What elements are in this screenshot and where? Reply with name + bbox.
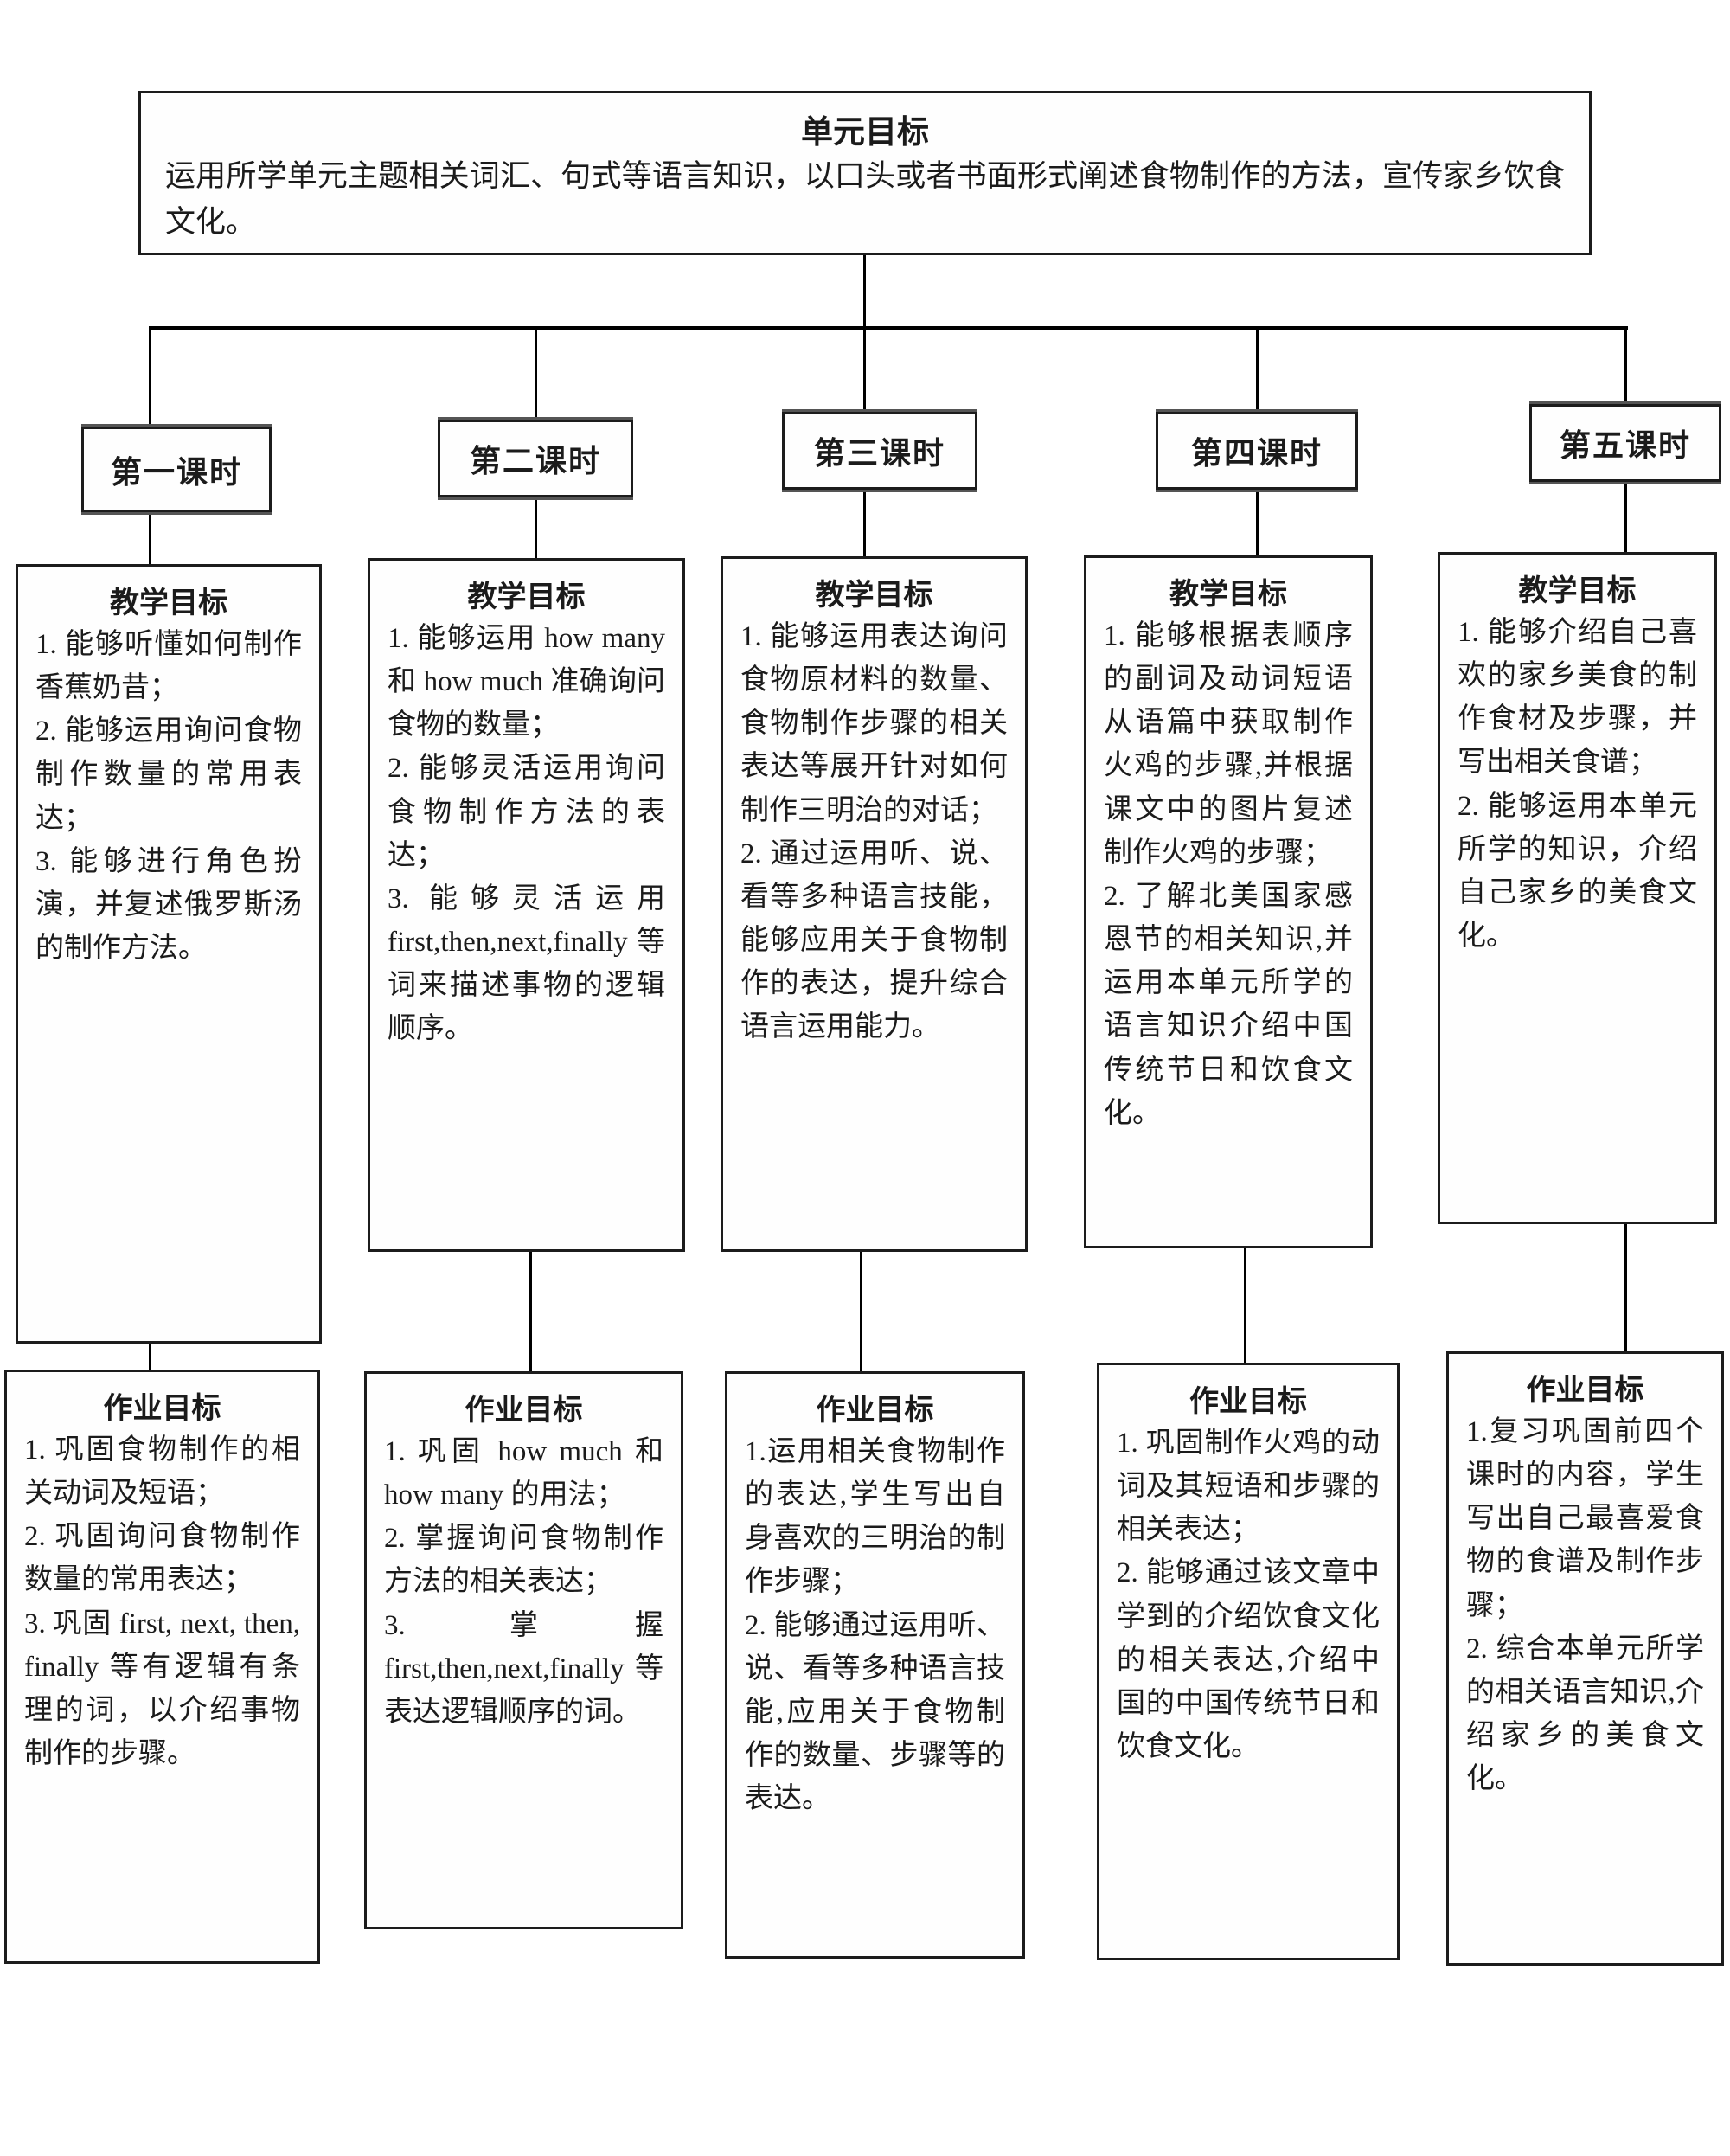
unit-goal-text: 运用所学单元主题相关词汇、句式等语言知识，以口头或者书面形式阐述食物制作的方法，…	[165, 159, 1565, 239]
lesson-box-2: 第二课时	[438, 420, 633, 497]
lesson-label: 第五课时	[1559, 428, 1691, 463]
teaching-goals-list: 1. 能够运用表达询问食物原材料的数量、食物制作步骤的相关表达等展开针对如何制作…	[723, 615, 1025, 1058]
teaching-goals-title: 教学目标	[110, 587, 227, 619]
objective-item: 1.运用相关食物制作的表达,学生写出自身喜欢的三明治的制作步骤；	[745, 1436, 1005, 1598]
lesson-box-3: 第三课时	[782, 412, 977, 490]
homework-goals-list: 1.复习巩固前四个课时的内容，学生写出自己最喜爱食物的食谱及制作步骤；2. 综合…	[1449, 1410, 1721, 1809]
objective-item: 3. 能够灵活运用 first,then,next,finally 等词来描述事…	[388, 882, 665, 1045]
homework-goals-title: 作业目标	[1189, 1386, 1307, 1418]
unit-goal-box: 单元目标 运用所学单元主题相关词汇、句式等语言知识，以口头或者书面形式阐述食物制…	[138, 91, 1592, 255]
objective-item: 1. 能够听懂如何制作香蕉奶昔；	[35, 629, 302, 704]
connector-line	[149, 326, 151, 427]
objective-item: 3. 掌握 first,then,next,finally 等表达逻辑顺序的词。	[384, 1609, 663, 1728]
objective-item: 2. 了解北美国家感恩节的相关知识,并运用本单元所学的语言知识介绍中国传统节日和…	[1104, 880, 1353, 1129]
teaching-goals-box-3: 教学目标 1. 能够运用表达询问食物原材料的数量、食物制作步骤的相关表达等展开针…	[721, 556, 1028, 1252]
objective-item: 3. 能够进行角色扮演，并复述俄罗斯汤的制作方法。	[35, 845, 302, 965]
homework-goals-list: 1. 巩固 how much 和 how many 的用法； 2. 掌握询问食物制…	[367, 1430, 681, 1742]
homework-goals-list: 1.运用相关食物制作的表达,学生写出自身喜欢的三明治的制作步骤；2. 能够通过运…	[727, 1430, 1022, 1829]
lesson-label: 第四课时	[1190, 436, 1323, 471]
connector-line	[535, 326, 537, 420]
connector-rail	[149, 326, 1628, 330]
homework-goals-box-5: 作业目标 1.复习巩固前四个课时的内容，学生写出自己最喜爱食物的食谱及制作步骤；…	[1446, 1351, 1724, 1966]
homework-goals-box-2: 作业目标 1. 巩固 how much 和 how many 的用法； 2. 掌握…	[364, 1371, 683, 1929]
homework-goals-box-4: 作业目标 1. 巩固制作火鸡的动词及其短语和步骤的相关表达；2. 能够通过该文章…	[1097, 1363, 1400, 1960]
connector-line	[860, 1252, 862, 1373]
objective-item: 1. 巩固 how much 和 how many 的用法；	[384, 1436, 663, 1511]
connector-line	[1624, 1224, 1627, 1353]
connector-line	[535, 497, 537, 560]
objective-item: 2. 通过运用听、说、看等多种语言技能，能够应用关于食物制作的表达，提升综合语言…	[740, 837, 1008, 1043]
connector-line	[149, 1344, 151, 1371]
lesson-box-1: 第一课时	[81, 427, 272, 512]
objective-item: 1. 能够运用 how many 和 how much 准确询问食物的数量；	[388, 623, 665, 741]
homework-goals-title: 作业目标	[103, 1393, 221, 1425]
objective-item: 2. 综合本单元所学的相关语言知识,介绍家乡的美食文化。	[1466, 1633, 1704, 1795]
teaching-goals-box-1: 教学目标 1. 能够听懂如何制作香蕉奶昔； 2. 能够运用询问食物制作数量的常用表…	[16, 564, 322, 1344]
lesson-label: 第二课时	[469, 444, 601, 478]
unit-goal-title: 单元目标	[801, 115, 929, 151]
connector-line	[863, 490, 866, 558]
homework-goals-title: 作业目标	[1526, 1375, 1644, 1407]
connector-line	[863, 255, 866, 328]
homework-goals-box-3: 作业目标 1.运用相关食物制作的表达,学生写出自身喜欢的三明治的制作步骤；2. …	[725, 1371, 1025, 1959]
homework-goals-title: 作业目标	[465, 1395, 583, 1427]
connector-line	[1256, 490, 1259, 557]
objective-item: 2. 能够运用本单元所学的知识，介绍自己家乡的美食文化。	[1458, 790, 1697, 953]
teaching-goals-title: 教学目标	[1169, 579, 1287, 611]
objective-item: 2. 掌握询问食物制作方法的相关表达；	[384, 1523, 663, 1598]
teaching-goals-list: 1. 能够根据表顺序的副词及动词短语从语篇中获取制作火鸡的步骤,并根据课文中的图…	[1086, 614, 1370, 1144]
objective-item: 1. 能够运用表达询问食物原材料的数量、食物制作步骤的相关表达等展开针对如何制作…	[740, 621, 1008, 826]
connector-line	[1624, 482, 1627, 554]
objective-item: 1.复习巩固前四个课时的内容，学生写出自己最喜爱食物的食谱及制作步骤；	[1466, 1416, 1704, 1621]
homework-goals-list: 1. 巩固制作火鸡的动词及其短语和步骤的相关表达；2. 能够通过该文章中学到的介…	[1099, 1421, 1397, 1777]
connector-line	[1244, 1248, 1246, 1364]
objective-item: 1. 巩固制作火鸡的动词及其短语和步骤的相关表达；	[1117, 1428, 1380, 1546]
objective-item: 1. 能够根据表顺序的副词及动词短语从语篇中获取制作火鸡的步骤,并根据课文中的图…	[1104, 620, 1353, 869]
connector-line	[149, 512, 151, 566]
objective-item: 2. 能够灵活运用询问食物制作方法的表达；	[388, 753, 665, 871]
homework-goals-title: 作业目标	[816, 1395, 934, 1427]
lesson-box-5: 第五课时	[1529, 404, 1721, 482]
objective-item: 2. 能够运用询问食物制作数量的常用表达；	[35, 715, 302, 834]
connector-line	[1256, 326, 1259, 412]
teaching-goals-list: 1. 能够听懂如何制作香蕉奶昔； 2. 能够运用询问食物制作数量的常用表达；3. …	[18, 623, 319, 979]
objective-item: 1. 能够介绍自己喜欢的家乡美食的制作食材及步骤，并写出相关食谱；	[1458, 617, 1697, 779]
homework-goals-box-1: 作业目标 1. 巩固食物制作的相关动词及短语； 2. 巩固询问食物制作数量的常用表…	[4, 1370, 320, 1964]
connector-line	[863, 326, 866, 412]
objective-item: 3. 巩固 first, next, then, finally 等有逻辑有条理…	[24, 1607, 300, 1770]
teaching-goals-box-2: 教学目标 1. 能够运用 how many 和 how much 准确询问食物的…	[368, 558, 685, 1252]
teaching-goals-box-5: 教学目标 1. 能够介绍自己喜欢的家乡美食的制作食材及步骤，并写出相关食谱；2.…	[1438, 552, 1717, 1224]
objective-item: 1. 巩固食物制作的相关动词及短语；	[24, 1434, 300, 1510]
teaching-goals-list: 1. 能够介绍自己喜欢的家乡美食的制作食材及步骤，并写出相关食谱；2. 能够运用…	[1440, 611, 1714, 966]
teaching-goals-title: 教学目标	[1518, 575, 1637, 607]
homework-goals-list: 1. 巩固食物制作的相关动词及短语； 2. 巩固询问食物制作数量的常用表达； 3. …	[7, 1428, 317, 1784]
teaching-goals-list: 1. 能够运用 how many 和 how much 准确询问食物的数量； 2.…	[370, 617, 682, 1060]
objective-item: 2. 能够通过运用听、说、看等多种语言技能,应用关于食物制作的数量、步骤等的表达…	[745, 1609, 1005, 1815]
teaching-goals-title: 教学目标	[815, 580, 933, 612]
connector-line	[1624, 326, 1627, 404]
teaching-goals-box-4: 教学目标 1. 能够根据表顺序的副词及动词短语从语篇中获取制作火鸡的步骤,并根据…	[1084, 555, 1373, 1248]
objective-item: 2. 巩固询问食物制作数量的常用表达；	[24, 1521, 300, 1596]
lesson-box-4: 第四课时	[1156, 412, 1358, 490]
connector-line	[529, 1252, 532, 1373]
lesson-label: 第三课时	[813, 436, 945, 471]
objective-item: 2. 能够通过该文章中学到的介绍饮食文化的相关表达,介绍中国的中国传统节日和饮食…	[1117, 1557, 1380, 1763]
lesson-label: 第一课时	[110, 454, 242, 490]
teaching-goals-title: 教学目标	[467, 581, 586, 613]
